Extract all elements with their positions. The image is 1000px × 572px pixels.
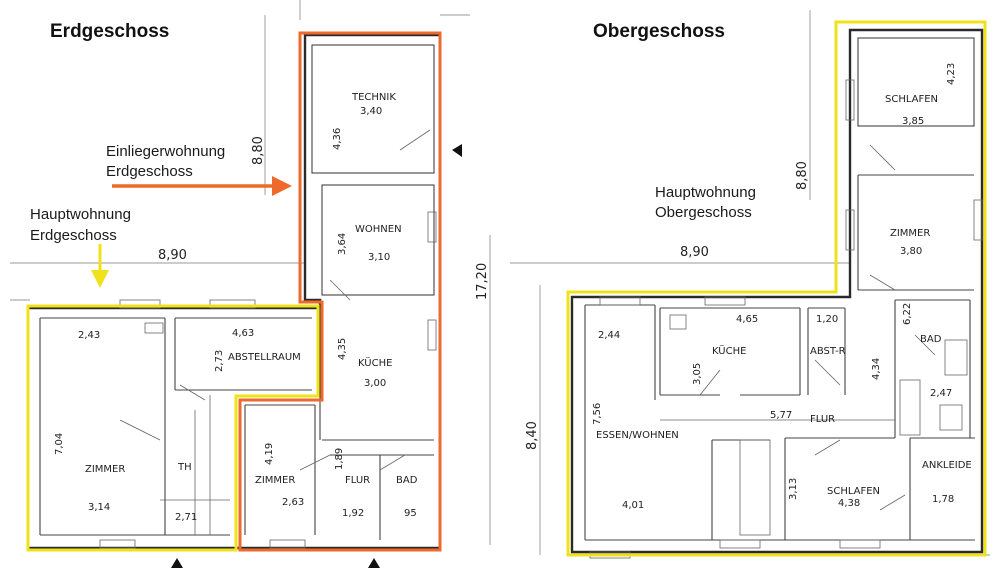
room-size: 1,78 [932,494,954,505]
room-label: ANKLEIDE [922,460,972,471]
dimension-label: 7,56 [592,403,603,425]
dimension-lines [10,0,491,545]
eg-partitions [39,44,437,549]
room-size: 4,63 [232,328,254,339]
room-label: KÜCHE [712,344,746,357]
room-size: 5,77 [770,410,792,421]
room-label: ABST-R [810,346,846,357]
dimension-label: 4,36 [332,128,343,150]
room-label: ZIMMER [85,464,125,475]
eg-dimension-labels: 8,90 8,80 17,20 4,36 3,64 4,35 2,43 2,73… [54,128,490,470]
room-label: FLUR [810,414,835,425]
annotation-hauptwohnung-og-line1: Hauptwohnung [655,184,756,201]
dimension-label: 1,89 [334,448,345,470]
room-size: 3,14 [88,502,110,513]
annotation-einlieger-line1: Einliegerwohnung [106,143,225,160]
erdgeschoss-plan: Erdgeschoss [10,0,491,568]
room-label: KÜCHE [358,356,392,369]
room-size: 2,63 [282,497,304,508]
room-size: 3,80 [900,246,922,257]
eg-room-labels: TECHNIK 3,40 WOHNEN 3,10 KÜCHE 3,00 ABST… [85,92,418,523]
room-label: SCHLAFEN [885,94,938,105]
og-dimension-labels: 8,90 8,80 8,40 4,23 2,44 3,05 7,56 4,34 … [525,63,957,500]
entrance-marker-icon [452,144,462,157]
room-size: 1,92 [342,508,364,519]
dimension-label: 3,13 [788,478,799,500]
og-dimension-lines [510,10,990,556]
entrance-marker-icon [171,558,183,568]
room-label: BAD [920,334,942,345]
room-label: ESSEN/WOHNEN [596,430,679,441]
obergeschoss-title: Obergeschoss [593,21,725,42]
room-label: FLUR [345,475,370,486]
room-size: 4,38 [838,498,860,509]
erdgeschoss-title: Erdgeschoss [50,21,169,42]
room-label: BAD [396,475,418,486]
room-label: TH [177,462,192,473]
dimension-label: 3,05 [692,363,703,385]
room-label: SCHLAFEN [827,486,880,497]
dimension-label: 2,43 [78,330,100,341]
eg-outer-wall [26,33,442,550]
room-label: TECHNIK [351,92,396,103]
dimension-label: 3,64 [337,233,348,255]
arrow-down-icon [91,244,109,288]
dimension-label: 4,34 [871,358,882,380]
dimension-label: 2,44 [598,330,620,341]
entrance-marker-icon [368,558,380,568]
annotation-einlieger-line2: Erdgeschoss [106,163,193,180]
room-size: 4,65 [736,314,758,325]
room-size: 3,00 [364,378,386,389]
og-room-labels: SCHLAFEN 3,85 ZIMMER 3,80 KÜCHE 4,65 ABS… [596,94,972,511]
dimension-label: 8,40 [525,421,540,450]
dimension-label: 2,73 [214,350,225,372]
og-outer-wall [570,28,984,554]
room-label: WOHNEN [355,224,402,235]
arrow-right-icon [112,176,292,196]
room-label: ZIMMER [890,228,930,239]
dimension-label: 8,90 [680,245,709,260]
room-size: 1,20 [816,314,838,325]
dimension-label: 8,90 [158,248,187,263]
room-size: 4,01 [622,500,644,511]
dimension-label: 8,80 [795,161,810,190]
dimension-label: 7,04 [54,433,65,455]
dimension-label: 4,23 [946,63,957,85]
hauptwohnung-eg-outline [26,304,320,552]
dimension-label: 6,22 [902,303,913,325]
room-size: 3,10 [368,252,390,263]
einlieger-outline [238,31,442,552]
og-partitions [584,37,983,559]
room-label: ABSTELLRAUM [228,352,301,363]
dimension-label: 17,20 [475,263,490,300]
room-size: 3,85 [902,116,924,127]
hauptwohnung-og-outline [566,20,987,557]
room-size: 2,47 [930,388,952,399]
room-size: 3,40 [360,106,382,117]
room-label: ZIMMER [255,475,295,486]
room-size: 95 [404,508,417,519]
dimension-label: 4,35 [337,338,348,360]
room-size: 2,71 [175,512,197,523]
annotation-hauptwohnung-eg-line1: Hauptwohnung [30,206,131,223]
dimension-label: 4,19 [264,443,275,465]
annotation-hauptwohnung-eg-line2: Erdgeschoss [30,227,117,244]
dimension-label: 8,80 [251,136,266,165]
annotation-hauptwohnung-og-line2: Obergeschoss [655,204,752,221]
obergeschoss-plan: Obergeschoss [510,10,990,559]
